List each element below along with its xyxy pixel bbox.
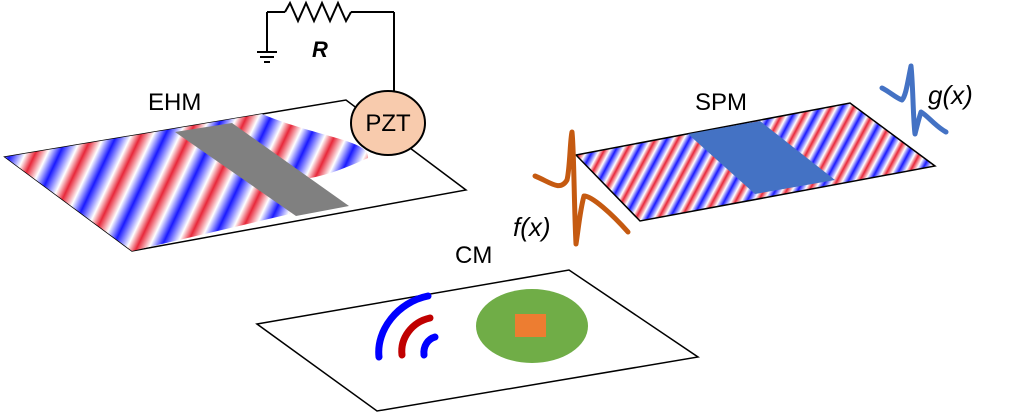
cm-plate	[255, 269, 700, 412]
spm-panel: SPM	[574, 89, 937, 222]
ehm-gray-band	[175, 123, 349, 216]
pzt-label: PZT	[365, 110, 411, 137]
g-label: g(x)	[928, 80, 973, 110]
f-curve	[532, 129, 631, 247]
g-curve	[879, 63, 949, 137]
ehm-wave-pattern	[5, 114, 369, 251]
spm-blue-band	[688, 121, 835, 194]
wireless-signal-icon	[375, 292, 439, 361]
cm-panel: CM	[255, 242, 700, 412]
f-label: f(x)	[513, 212, 551, 242]
resistor-icon	[284, 0, 352, 24]
pzt-element: PZT	[350, 90, 426, 156]
cm-square	[515, 314, 546, 337]
ehm-panel: EHM	[3, 89, 468, 252]
circuit	[257, 0, 395, 93]
ehm-label: EHM	[148, 89, 201, 116]
cm-label: CM	[455, 242, 492, 269]
ground-icon	[257, 12, 277, 63]
resistor-label: R	[312, 37, 328, 62]
spm-label: SPM	[695, 89, 747, 116]
